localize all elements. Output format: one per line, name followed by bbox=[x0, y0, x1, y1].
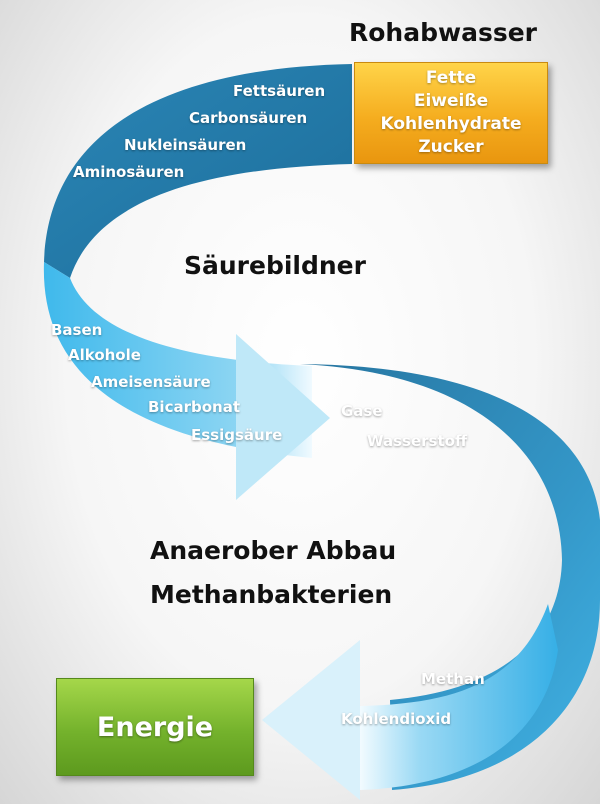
ribbon-segment-bottom bbox=[360, 604, 558, 790]
ribbon-arrowhead-right bbox=[236, 334, 330, 500]
flow-label-ameisensaeure: Ameisensäure bbox=[91, 373, 211, 391]
heading-methanbakterien: Methanbakterien bbox=[150, 580, 393, 609]
flow-label-gase: Gase bbox=[341, 402, 383, 420]
output-box-energie: Energie bbox=[56, 678, 254, 776]
flow-label-bicarbonat: Bicarbonat bbox=[148, 398, 240, 416]
flow-label-aminosaeuren: Aminosäuren bbox=[73, 163, 185, 181]
flow-label-basen: Basen bbox=[51, 321, 103, 339]
output-label: Energie bbox=[96, 711, 214, 743]
heading-rohabwasser: Rohabwasser bbox=[349, 18, 538, 47]
ribbon-arrowhead-left bbox=[262, 640, 360, 800]
flow-label-essigsaeure: Essigsäure bbox=[191, 426, 283, 444]
input-item: Kohlenhydrate bbox=[380, 114, 522, 134]
input-item: Eiweiße bbox=[413, 91, 489, 111]
flow-label-wasserstoff: Wasserstoff bbox=[367, 432, 468, 450]
flow-label-nukleinsaeuren: Nukleinsäuren bbox=[124, 136, 247, 154]
flow-label-kohlendioxid: Kohlendioxid bbox=[341, 710, 452, 728]
heading-anaerober-abbau: Anaerober Abbau bbox=[150, 536, 397, 565]
input-item: Fette bbox=[425, 68, 477, 88]
flow-label-alkohole: Alkohole bbox=[68, 346, 141, 364]
heading-saeurebildner: Säurebildner bbox=[184, 251, 366, 280]
input-item: Zucker bbox=[418, 137, 484, 157]
flow-label-methan: Methan bbox=[421, 670, 485, 688]
flow-label-carbonsaeuren: Carbonsäuren bbox=[189, 109, 308, 127]
flow-label-fettsaeuren: Fettsäuren bbox=[233, 82, 326, 100]
ribbon-segment-top bbox=[44, 64, 352, 278]
input-box-rohabwasser: Fette Eiweiße Kohlenhydrate Zucker bbox=[354, 62, 548, 164]
